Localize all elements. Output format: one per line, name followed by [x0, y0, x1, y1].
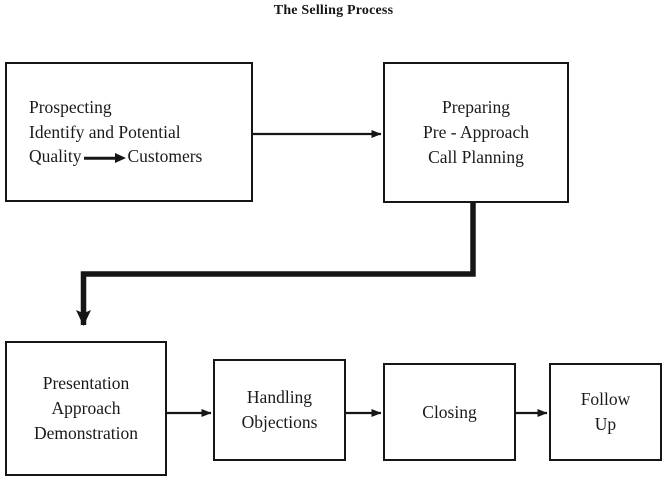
node-presentation[interactable]: Presentation Approach Demonstration — [5, 341, 167, 476]
node-prospecting-customers-label: Customers — [127, 146, 203, 167]
node-closing-line-1: Closing — [422, 401, 477, 422]
node-prospecting-line-3: Quality Customers — [29, 144, 202, 169]
node-presentation-line-2: Approach — [51, 398, 121, 419]
node-closing[interactable]: Closing — [383, 363, 516, 461]
node-presentation-line-3: Demonstration — [33, 422, 138, 443]
node-prospecting-line-2: Identify and Potential — [29, 121, 181, 142]
node-prospecting[interactable]: Prospecting Identify and Potential Quali… — [5, 62, 253, 202]
node-presentation-line-1: Presentation — [42, 373, 130, 394]
node-preparing-line-2: Pre - Approach — [423, 122, 529, 143]
node-followup-line-2: Up — [594, 414, 617, 434]
node-handling-objections[interactable]: Handling Objections — [213, 359, 346, 461]
node-preparing[interactable]: Preparing Pre - Approach Call Planning — [383, 62, 569, 203]
node-preparing-line-1: Preparing — [441, 97, 511, 118]
page-title: The Selling Process — [273, 3, 394, 18]
node-followup-line-1: Follow — [580, 389, 631, 410]
edge-preparing-to-presentation — [76, 203, 476, 326]
node-prospecting-quality-label: Quality — [29, 146, 82, 167]
right-arrow-icon — [82, 150, 128, 168]
node-handling-line-1: Handling — [246, 387, 313, 408]
node-follow-up[interactable]: Follow Up — [549, 363, 662, 461]
node-prospecting-line-1: Prospecting — [29, 96, 112, 117]
node-handling-line-2: Objections — [241, 412, 318, 432]
node-preparing-line-3: Call Planning — [428, 146, 524, 167]
